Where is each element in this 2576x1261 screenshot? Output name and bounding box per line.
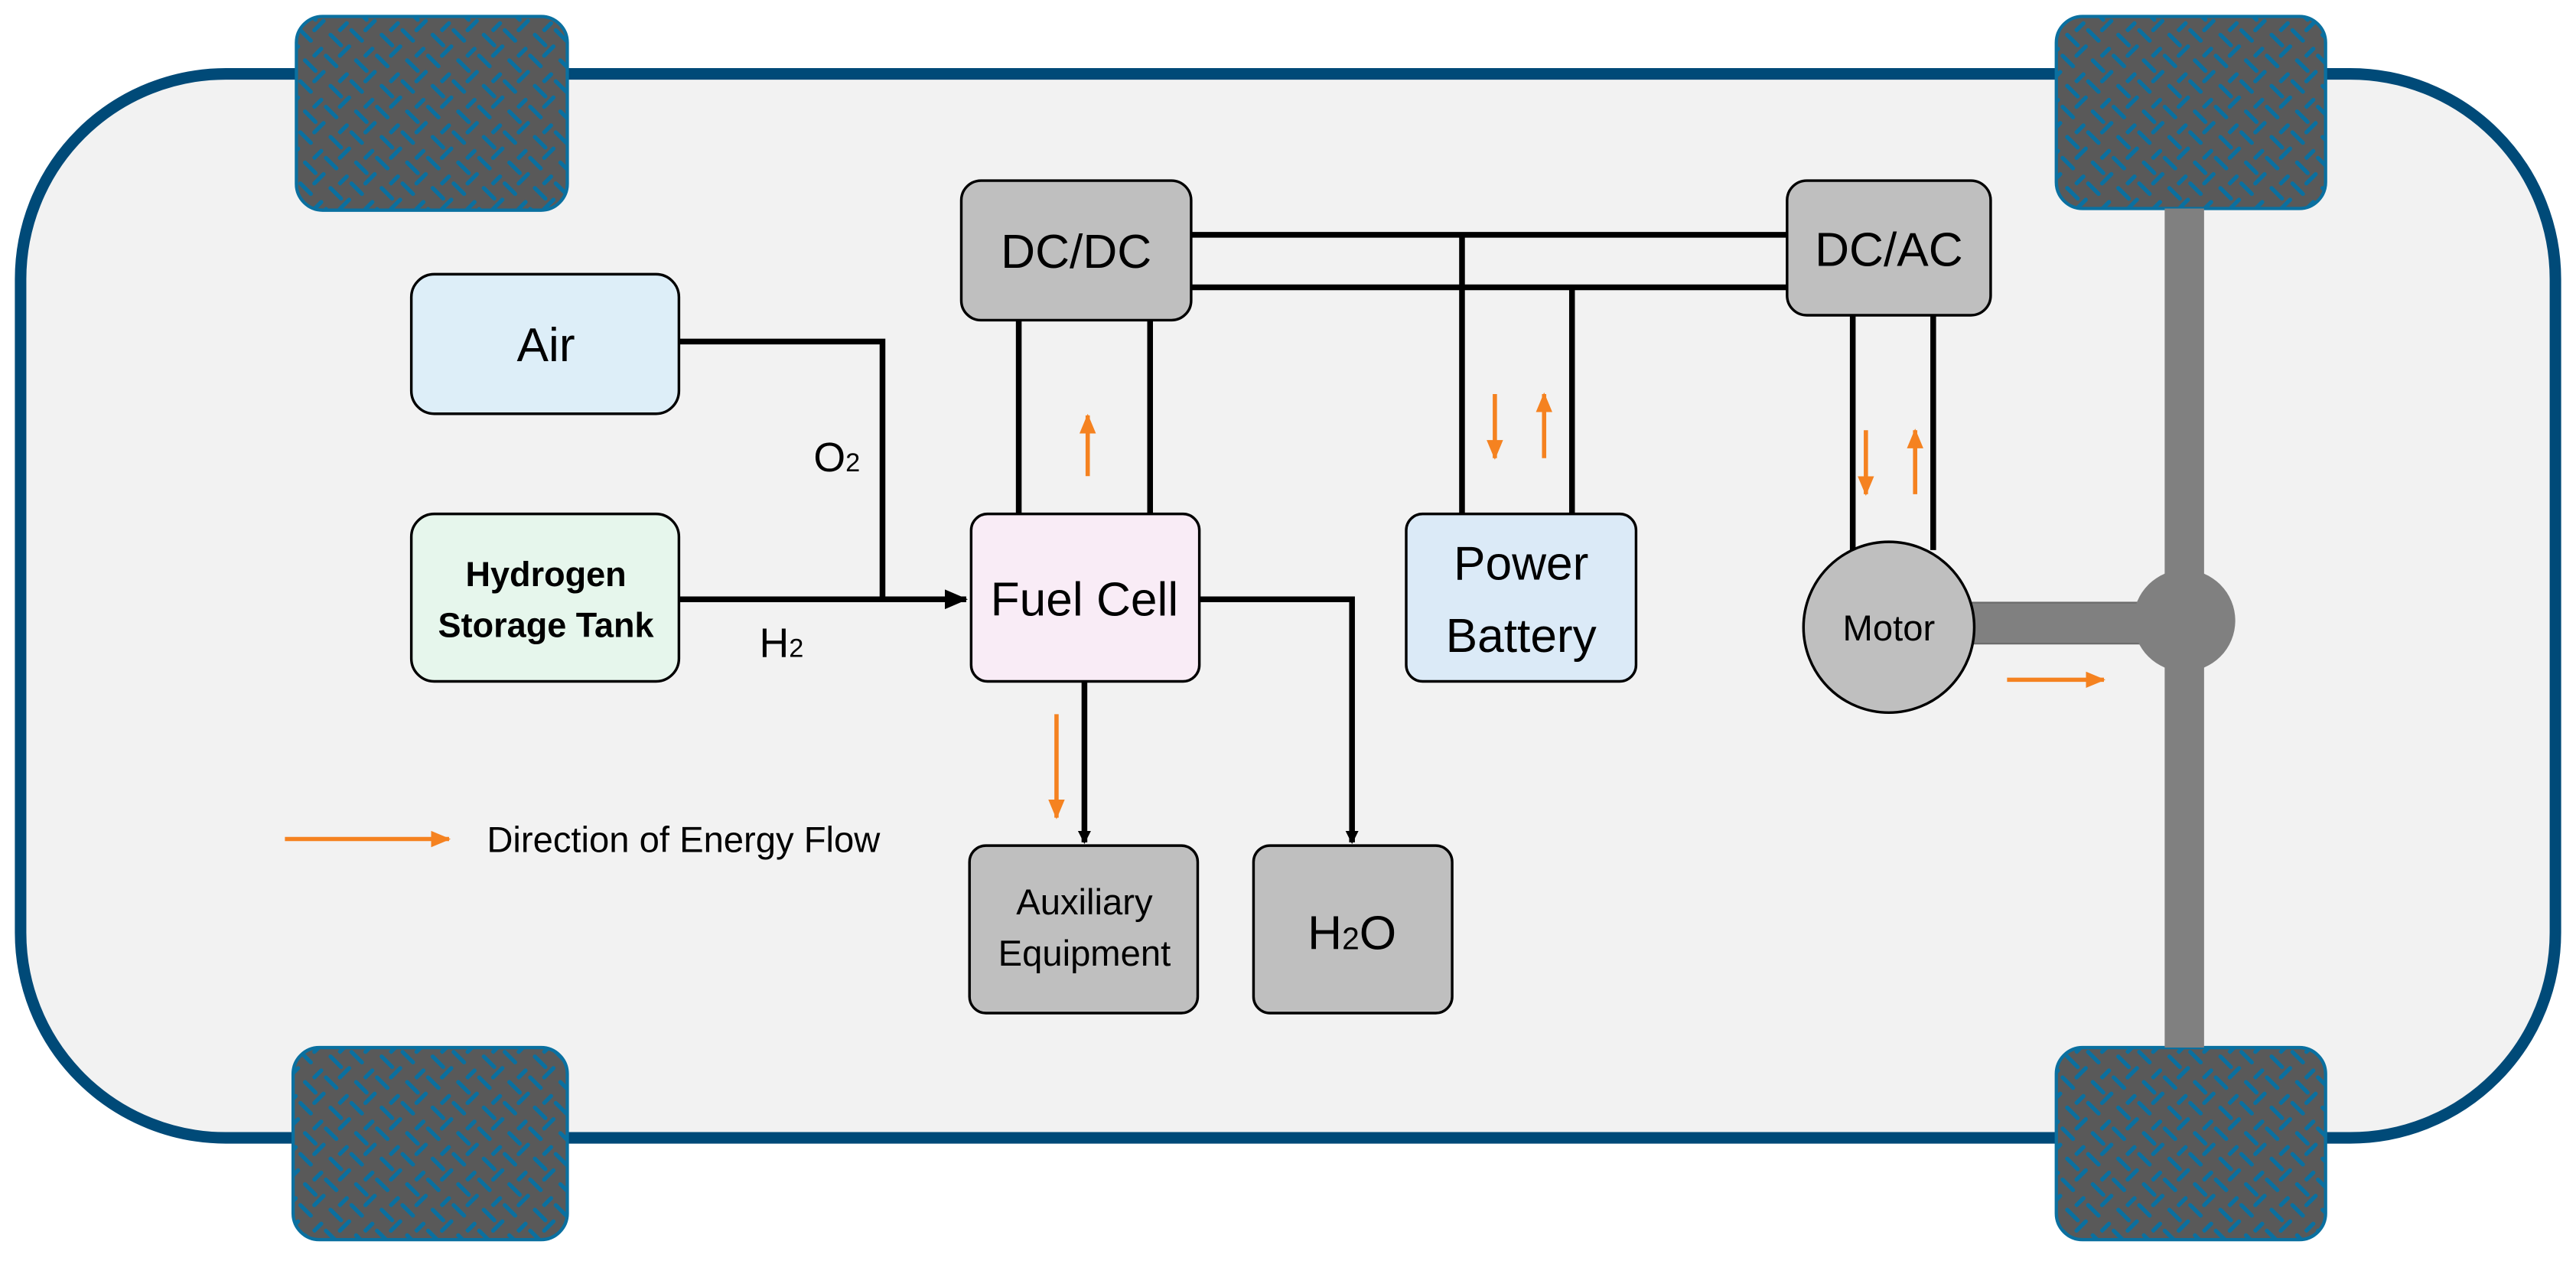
dcdc-converter: DC/DC (959, 179, 1193, 322)
motor-label: Motor (1843, 608, 1936, 649)
oxygen-label: O2 (813, 435, 860, 481)
wheel-front-left (295, 15, 569, 212)
battery-label-line2: Battery (1446, 610, 1597, 663)
energy-flow-arrows (1048, 392, 2106, 819)
hydrogen-tank-label-line2: Storage Tank (438, 606, 655, 645)
air-label: Air (517, 319, 575, 372)
auxiliary-label-line2: Equipment (998, 934, 1171, 974)
hydrogen-label: H2 (760, 620, 804, 666)
dcdc-label: DC/DC (1001, 226, 1151, 279)
motor: Motor (1802, 540, 1976, 715)
wheel-front-right (2054, 15, 2327, 210)
dcac-label: DC/AC (1815, 224, 1963, 277)
differential (2133, 569, 2236, 672)
fuel-cell-label: Fuel Cell (991, 574, 1179, 627)
drive-shaft (1966, 601, 2149, 645)
power-battery: Power Battery (1405, 512, 1638, 683)
auxiliary-label-line1: Auxiliary (1016, 882, 1153, 923)
hydrogen-tank-label-line1: Hydrogen (465, 555, 626, 594)
legend-text: Direction of Energy Flow (487, 820, 881, 861)
legend: Direction of Energy Flow (285, 820, 881, 861)
connections (679, 232, 1936, 844)
water-output: H2O (1252, 844, 1454, 1015)
wheel-rear-right (2054, 1045, 2327, 1242)
battery-label-line1: Power (1454, 537, 1588, 590)
hydrogen-storage-tank: Hydrogen Storage Tank (409, 512, 681, 683)
wheel-rear-left (291, 1045, 569, 1242)
water-label: H2O (1308, 907, 1396, 960)
dcac-inverter: DC/AC (1786, 179, 1992, 317)
auxiliary-equipment: Auxiliary Equipment (968, 844, 1200, 1015)
fuel-cell: Fuel Cell (969, 512, 1201, 683)
air-supply: Air (409, 272, 681, 415)
